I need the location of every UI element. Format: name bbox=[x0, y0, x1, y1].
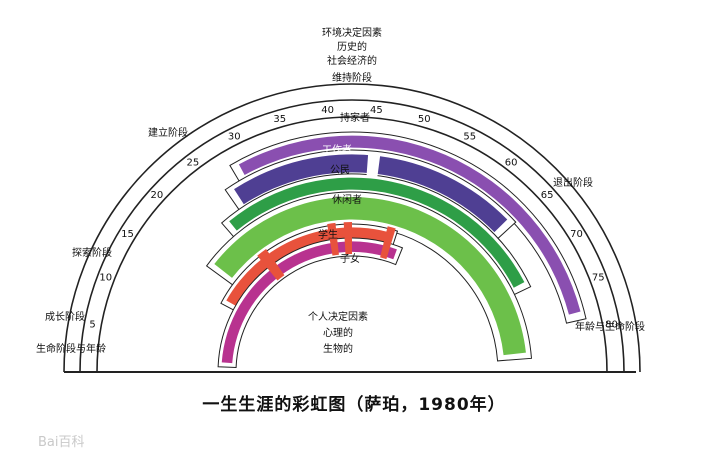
role-label-worker: 工作者 bbox=[322, 144, 352, 156]
age-tick-40: 40 bbox=[321, 105, 334, 116]
outer-ring-3 bbox=[96, 116, 608, 373]
age-tick-75: 75 bbox=[592, 273, 605, 284]
factor-env: 环境决定因素 bbox=[322, 26, 382, 39]
role-label-leisurite: 休闲者 bbox=[332, 193, 362, 206]
watermark-logo: Bai百科 bbox=[38, 435, 85, 450]
age-tick-35: 35 bbox=[273, 114, 286, 125]
age-tick-10: 10 bbox=[99, 273, 112, 284]
band-child bbox=[221, 241, 397, 364]
age-tick-55: 55 bbox=[463, 132, 476, 143]
student-spike-3 bbox=[380, 226, 396, 260]
role-label-student: 学生 bbox=[318, 228, 338, 241]
stage-growth: 成长阶段 bbox=[45, 310, 85, 323]
factor-history: 历史的 bbox=[337, 40, 367, 53]
diagram-title: 一生生涯的彩虹图（萨珀，1980年） bbox=[202, 394, 505, 415]
stage-rings bbox=[63, 83, 641, 373]
age-tick-65: 65 bbox=[541, 190, 554, 201]
age-tick-70: 70 bbox=[570, 229, 583, 240]
stage-maintenance: 维持阶段 bbox=[332, 71, 372, 84]
role-label-homemaker: 持家者 bbox=[340, 111, 370, 124]
role-label-child: 子女 bbox=[340, 252, 360, 265]
band-leisurite bbox=[214, 197, 526, 356]
band-citizen bbox=[229, 177, 525, 288]
age-tick-15: 15 bbox=[121, 229, 134, 240]
factor-personal: 个人决定因素 bbox=[308, 310, 368, 323]
student-spike-1 bbox=[327, 222, 339, 256]
age-tick-80: 80 bbox=[605, 320, 618, 331]
age-tick-25: 25 bbox=[187, 157, 200, 168]
age-tick-60: 60 bbox=[505, 157, 518, 168]
factor-psychological: 心理的 bbox=[323, 326, 353, 339]
age-ticks: 5 10 15 20 25 30 35 40 45 50 55 60 65 70 75 80 bbox=[89, 105, 618, 330]
factor-socioeconomic: 社会经济的 bbox=[327, 54, 377, 67]
band-worker bbox=[234, 154, 508, 233]
stage-establishment: 建立阶段 bbox=[148, 126, 188, 139]
outer-ring-2 bbox=[79, 99, 625, 373]
age-tick-5: 5 bbox=[89, 320, 95, 331]
student-spike-0 bbox=[257, 249, 285, 281]
student-spike-2 bbox=[343, 222, 352, 255]
worker-gap bbox=[366, 152, 381, 178]
stage-exploration: 探索阶段 bbox=[72, 246, 112, 259]
stage-life-age: 生命阶段与年龄 bbox=[36, 342, 106, 355]
age-tick-20: 20 bbox=[151, 190, 164, 201]
stage-decline: 退出阶段 bbox=[553, 176, 593, 189]
outer-ring-1 bbox=[63, 83, 641, 373]
band-homemaker bbox=[238, 135, 581, 315]
role-label-citizen: 公民 bbox=[330, 164, 350, 176]
age-tick-30: 30 bbox=[228, 132, 241, 143]
factor-biological: 生物的 bbox=[323, 342, 353, 355]
stage-age-life: 年龄与生命阶段 bbox=[575, 320, 645, 333]
role-bands bbox=[205, 131, 587, 368]
age-tick-50: 50 bbox=[418, 114, 431, 125]
band-student bbox=[226, 227, 392, 306]
age-tick-45: 45 bbox=[370, 105, 383, 116]
